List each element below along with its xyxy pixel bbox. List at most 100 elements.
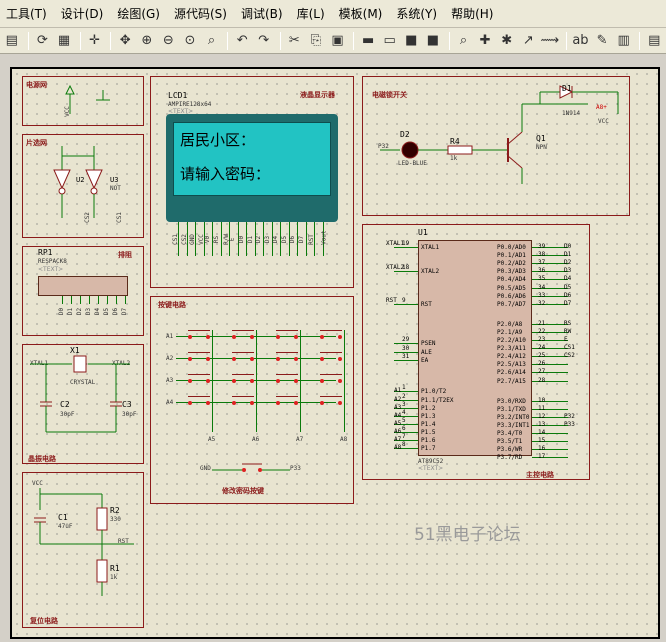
mcu-right-pin-label: P0.2/AD2	[497, 260, 526, 268]
lcd-pin-label: GND	[188, 234, 196, 245]
save-icon[interactable]: ▤	[5, 33, 18, 48]
crystal-wiring	[30, 355, 130, 433]
package-tool-icon[interactable]: ✱	[501, 33, 513, 48]
mcu-right-pin-wire	[532, 416, 568, 418]
menu-system[interactable]: 系统(Y)	[396, 7, 438, 21]
refresh-icon[interactable]: ⟳	[36, 33, 48, 48]
block-delete-icon[interactable]: ■	[426, 33, 440, 48]
mcu-left-pin-number: 2	[402, 393, 406, 400]
origin-icon[interactable]: ✛	[89, 33, 101, 48]
property-tool-icon[interactable]: ✎	[596, 33, 608, 48]
lcd-pin-label: D6	[289, 235, 297, 244]
lcd-module[interactable]: 居民小区： 请输入密码：	[166, 114, 338, 222]
mcu-right-pin-wire	[532, 364, 568, 366]
netlist-icon[interactable]: ▥	[617, 33, 630, 48]
lcd1-text: <TEXT>	[168, 108, 194, 115]
block-move-icon[interactable]: ▭	[383, 33, 396, 48]
menu-graph[interactable]: 绘图(G)	[117, 7, 160, 21]
keypad-button[interactable]	[184, 330, 214, 342]
keypad-button[interactable]	[272, 330, 302, 342]
mcu-left-net-label: A5	[394, 420, 402, 427]
keypad-button[interactable]	[272, 352, 302, 364]
pan-icon[interactable]: ✥	[119, 33, 131, 48]
x1-type: CRYSTAL	[70, 379, 96, 386]
block-rotate-icon[interactable]: ■	[405, 33, 418, 48]
zoom-all-icon[interactable]: ⊙	[184, 33, 196, 48]
change-key-switch[interactable]	[212, 460, 292, 474]
menu-template[interactable]: 模板(M)	[338, 7, 383, 21]
mcu-left-pin-wire	[394, 408, 418, 409]
mcu-right-pin-number: 37	[538, 259, 546, 267]
zoom-in-icon[interactable]: ⊕	[141, 33, 153, 48]
wire-autorouter-icon[interactable]: ⟿	[540, 33, 560, 48]
mcu-right-net-label: D4	[564, 275, 572, 283]
respack-pin-wire	[80, 296, 81, 304]
u2-net: CS2	[83, 212, 91, 223]
pick-device-icon[interactable]: ⌕	[459, 33, 468, 48]
keypad-row-label: A1	[166, 333, 174, 340]
keypad-button[interactable]	[228, 374, 258, 386]
menu-tools[interactable]: 工具(T)	[6, 7, 47, 21]
lcd-pin-label: RST	[307, 234, 315, 245]
grid-icon[interactable]: ▦	[57, 33, 71, 48]
cut-icon[interactable]: ✂	[288, 33, 300, 48]
menu-library[interactable]: 库(L)	[296, 7, 325, 21]
mcu-left-pin-label: P1.0/T2	[421, 388, 447, 395]
menu-debug[interactable]: 调试(B)	[240, 7, 283, 21]
keypad-button[interactable]	[228, 352, 258, 364]
menu-help[interactable]: 帮助(H)	[451, 7, 494, 21]
keypad-button[interactable]	[184, 396, 214, 408]
mcu-right-net-label: P33	[564, 420, 575, 428]
lcd-pin-wire	[314, 222, 315, 256]
decompose-icon[interactable]: ↗	[522, 33, 534, 48]
zoom-out-icon[interactable]: ⊖	[162, 33, 174, 48]
block-copy-icon[interactable]: ▬	[361, 33, 375, 48]
at89c52-chip[interactable]	[418, 240, 532, 456]
menu-source[interactable]: 源代码(S)	[173, 7, 227, 21]
redo-icon[interactable]: ↷	[258, 33, 270, 48]
mcu-right-pin-label: P0.7/AD7	[497, 300, 526, 308]
keypad-button[interactable]	[272, 374, 302, 386]
bill-of-materials-icon[interactable]: ▤	[648, 33, 661, 48]
copy-icon[interactable]: ⎘	[310, 33, 322, 48]
keypad-col-label: A7	[296, 436, 304, 443]
mcu-right-pin-label: P3.2/INT0	[497, 413, 530, 421]
lock-switch-title: 电磁锁开关	[372, 91, 407, 99]
respack-pin-wire	[116, 296, 117, 304]
mcu-left-net-label: A3	[394, 404, 402, 411]
mcu-right-net-label: D5	[564, 283, 572, 291]
keypad-button[interactable]	[184, 352, 214, 364]
keypad-button[interactable]	[228, 396, 258, 408]
lcd-title: 液晶显示器	[300, 91, 335, 99]
search-tag-icon[interactable]: ab	[572, 33, 589, 48]
keypad-button[interactable]	[184, 374, 214, 386]
mcu-right-pin-wire	[532, 340, 568, 341]
make-device-icon[interactable]: ✚	[479, 33, 491, 48]
mcu-left-pin-label: P1.6	[421, 437, 436, 444]
undo-icon[interactable]: ↶	[236, 33, 248, 48]
keypad-button[interactable]	[316, 352, 346, 364]
keypad-button[interactable]	[316, 396, 346, 408]
keypad-button[interactable]	[228, 330, 258, 342]
respack-body[interactable]	[38, 276, 128, 296]
paste-icon[interactable]: ▣	[331, 33, 344, 48]
mcu-right-pin-number: 27	[538, 368, 546, 376]
keypad-button[interactable]	[272, 396, 302, 408]
menu-design[interactable]: 设计(D)	[60, 7, 104, 21]
respack-pin-label: D1	[67, 307, 75, 316]
keypad-button[interactable]	[316, 330, 346, 342]
mcu-right-pin-label: P2.3/A11	[497, 345, 526, 353]
rp1-text: <TEXT>	[38, 266, 64, 273]
mcu-left-pin-number: 7	[402, 433, 406, 440]
zoom-area-icon[interactable]: ⌕	[207, 33, 216, 48]
r2-value: 330	[110, 516, 121, 523]
mcu-left-pin-wire	[394, 416, 418, 417]
mcu-right-net-label: D1	[564, 251, 572, 259]
lcd-pin-label: -Vout	[320, 230, 328, 249]
mcu-left-net-label: A2	[394, 396, 402, 403]
lcd-pin-label: D1	[246, 235, 254, 244]
mcu-right-pin-label: P2.1/A9	[497, 328, 523, 336]
keypad-button[interactable]	[316, 374, 346, 386]
respack-pin-wire	[98, 296, 99, 304]
